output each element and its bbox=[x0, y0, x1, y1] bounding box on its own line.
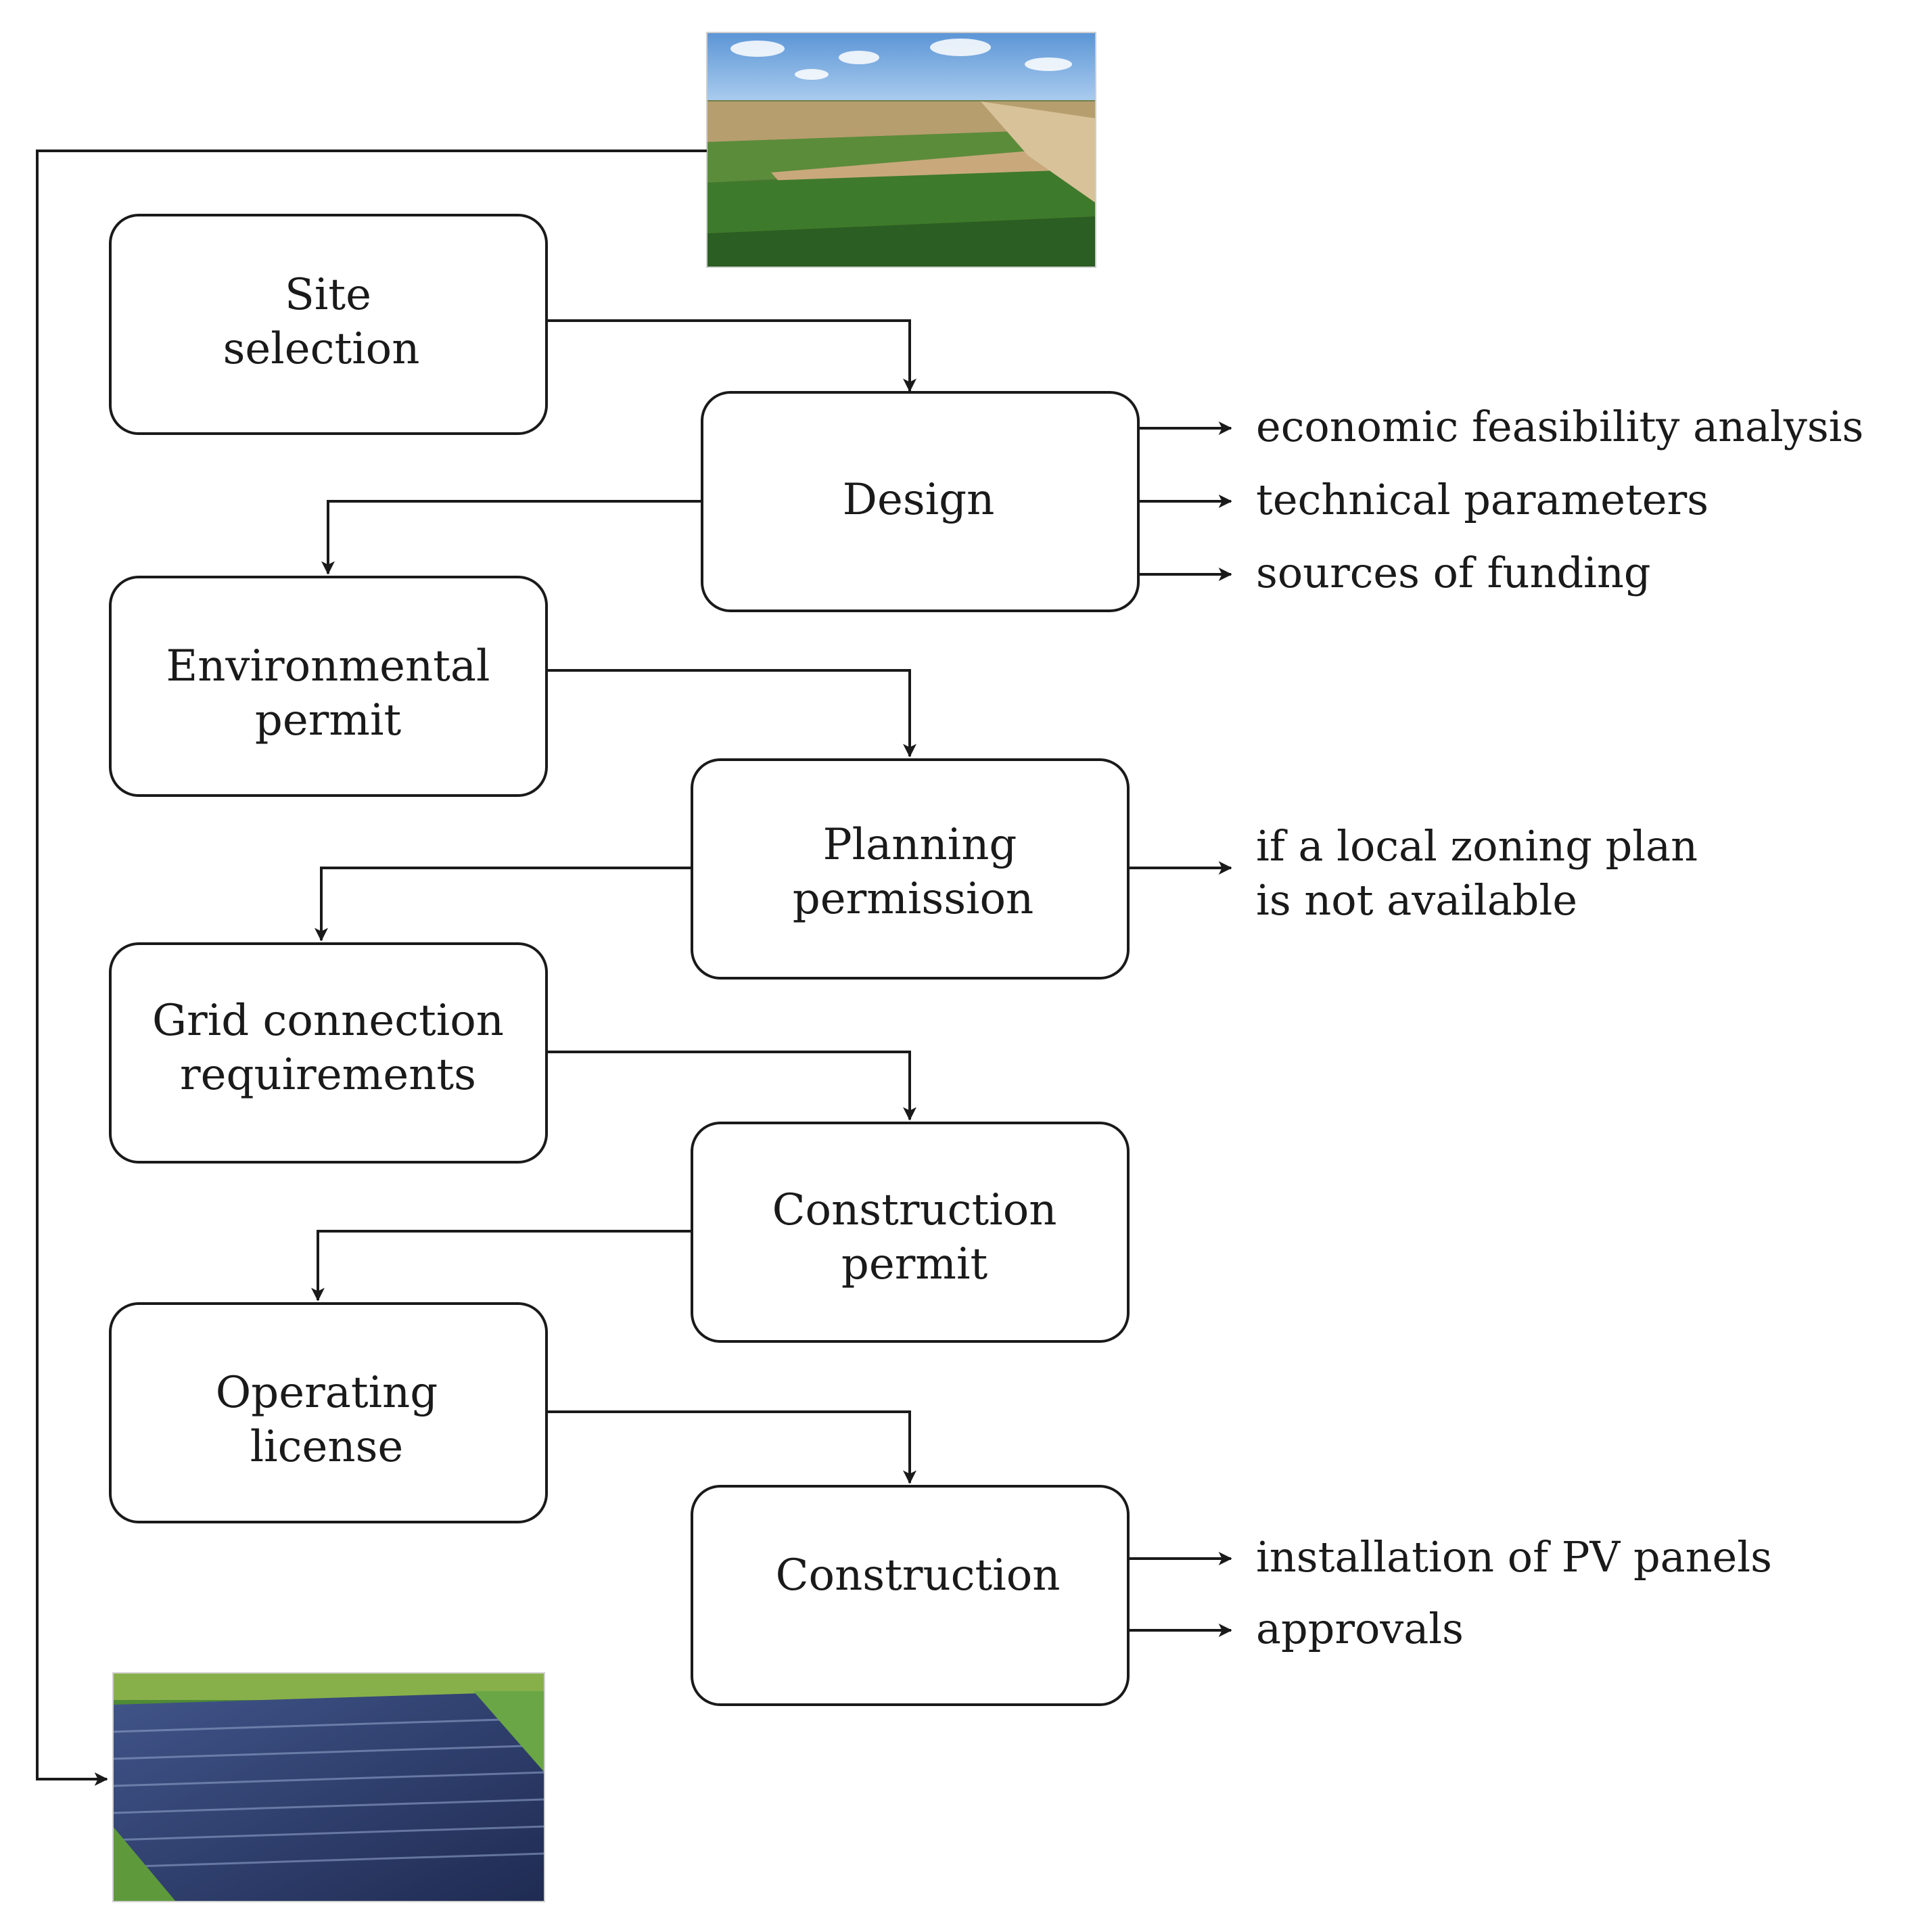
note-zoning-plan-line: is not available bbox=[1256, 875, 1577, 925]
planning-notes: if a local zoning plan is not available bbox=[1256, 821, 1698, 925]
step-label-line: Environmental bbox=[166, 641, 490, 691]
step-construction-permit: Construction permit bbox=[691, 1122, 1130, 1343]
note-installation-pv-panels: installation of PV panels bbox=[1256, 1532, 1772, 1582]
environmental-to-planning-connector bbox=[547, 669, 916, 758]
step-label-line: permit bbox=[841, 1239, 988, 1289]
note-technical-parameters: technical parameters bbox=[1256, 475, 1709, 524]
step-label-line: Grid connection bbox=[152, 996, 504, 1046]
step-label-line: license bbox=[250, 1422, 404, 1472]
construction-notes: installation of PV panels approvals bbox=[1256, 1532, 1772, 1653]
note-sources-of-funding: sources of funding bbox=[1256, 548, 1651, 597]
step-label-line: requirements bbox=[180, 1050, 476, 1100]
farmland-aerial-photo bbox=[706, 32, 1096, 268]
step-label-line: Construction bbox=[776, 1550, 1061, 1601]
step-operating-license: Operating license bbox=[109, 1302, 548, 1523]
solar-farm-aerial-photo bbox=[112, 1672, 545, 1902]
step-label-line: Site bbox=[285, 270, 371, 320]
step-label-line: Operating bbox=[216, 1368, 438, 1418]
step-label-line: Design bbox=[843, 475, 995, 525]
step-label-line: selection bbox=[223, 324, 420, 374]
step-environmental-permit: Environmental permit bbox=[109, 576, 548, 797]
step-label-line: permission bbox=[793, 874, 1034, 924]
planning-to-grid-connector bbox=[315, 867, 692, 942]
step-design: Design bbox=[701, 391, 1140, 612]
step-planning-permission: Planning permission bbox=[691, 758, 1130, 980]
step-label-line: Planning bbox=[823, 820, 1017, 870]
note-approvals: approvals bbox=[1256, 1604, 1464, 1653]
site-to-design-connector bbox=[547, 319, 916, 392]
step-grid-connection-requirements: Grid connection requirements bbox=[109, 942, 548, 1164]
note-zoning-plan-line: if a local zoning plan bbox=[1256, 821, 1698, 871]
step-label-line: Construction bbox=[772, 1185, 1057, 1235]
step-site-selection: Site selection bbox=[109, 214, 548, 435]
feedback-connector bbox=[36, 150, 707, 1786]
operating-to-construction-connector bbox=[547, 1410, 916, 1484]
design-to-environmental-connector bbox=[321, 500, 702, 575]
grid-to-construction-permit-connector bbox=[547, 1051, 916, 1121]
design-notes: economic feasibility analysis technical … bbox=[1256, 402, 1863, 597]
note-economic-feasibility: economic feasibility analysis bbox=[1256, 402, 1863, 451]
construction-permit-to-operating-connector bbox=[311, 1230, 692, 1302]
step-construction: Construction bbox=[691, 1485, 1130, 1706]
step-label-line: permit bbox=[255, 695, 402, 745]
